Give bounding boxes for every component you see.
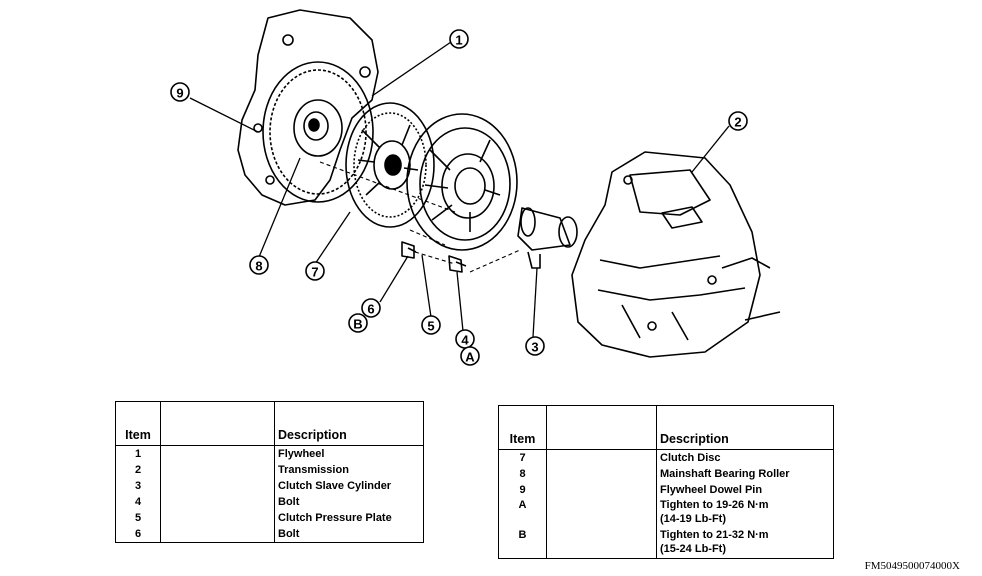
slave-cylinder-illustration xyxy=(517,207,578,269)
callout-9: 9 xyxy=(176,86,183,101)
table-row: B Tighten to 21-32 N·m(15-24 Lb-Ft) xyxy=(498,528,834,559)
table-row: 7 Clutch Disc xyxy=(498,449,834,466)
bolt-4-illustration xyxy=(448,255,467,273)
callout-8: 8 xyxy=(255,259,262,274)
callout-7: 7 xyxy=(311,265,318,280)
table-row: 1 Flywheel xyxy=(115,445,424,462)
header-description: Description xyxy=(656,405,834,450)
alignment-lines xyxy=(319,161,521,273)
table-row: 9 Flywheel Dowel Pin xyxy=(498,482,834,498)
table-row: 4 Bolt xyxy=(115,494,424,510)
callout-1: 1 xyxy=(455,33,462,48)
parts-table-left: Item Description 1 Flywheel 2 Transmissi… xyxy=(115,401,424,543)
parts-table-right: Item Description 7 Clutch Disc 8 Mainsha… xyxy=(498,405,834,559)
pressure-plate-illustration xyxy=(406,113,518,251)
flywheel-illustration xyxy=(237,9,379,206)
transmission-illustration xyxy=(571,151,781,358)
callout-3: 3 xyxy=(531,340,538,355)
callout-6: 6 xyxy=(367,302,374,317)
table-row: 5 Clutch Pressure Plate xyxy=(115,510,424,526)
table-row: 6 Bolt xyxy=(115,526,424,543)
table-header: Item Description xyxy=(115,401,424,446)
table-row: A Tighten to 19-26 N·m(14-19 Lb-Ft) xyxy=(498,498,834,528)
leader-lines xyxy=(189,41,730,338)
table-row: 2 Transmission xyxy=(115,462,424,478)
callout-5: 5 xyxy=(427,319,434,334)
table-row: 3 Clutch Slave Cylinder xyxy=(115,478,424,494)
table-header: Item Description xyxy=(498,405,834,450)
bolt-6-illustration xyxy=(401,241,417,259)
callout-A: A xyxy=(465,350,475,365)
header-description: Description xyxy=(274,401,424,446)
table-row: 8 Mainshaft Bearing Roller xyxy=(498,466,834,482)
callout-2: 2 xyxy=(734,115,741,130)
header-item: Item xyxy=(115,401,161,446)
callout-4: 4 xyxy=(461,333,469,348)
callout-B: B xyxy=(353,317,362,332)
clutch-exploded-view-diagram: 1 2 3 4 A 5 6 B 7 8 9 xyxy=(170,9,781,366)
header-item: Item xyxy=(498,405,547,450)
clutch-disc-illustration xyxy=(345,102,435,228)
figure-code: FM5049500074000X xyxy=(864,560,960,572)
